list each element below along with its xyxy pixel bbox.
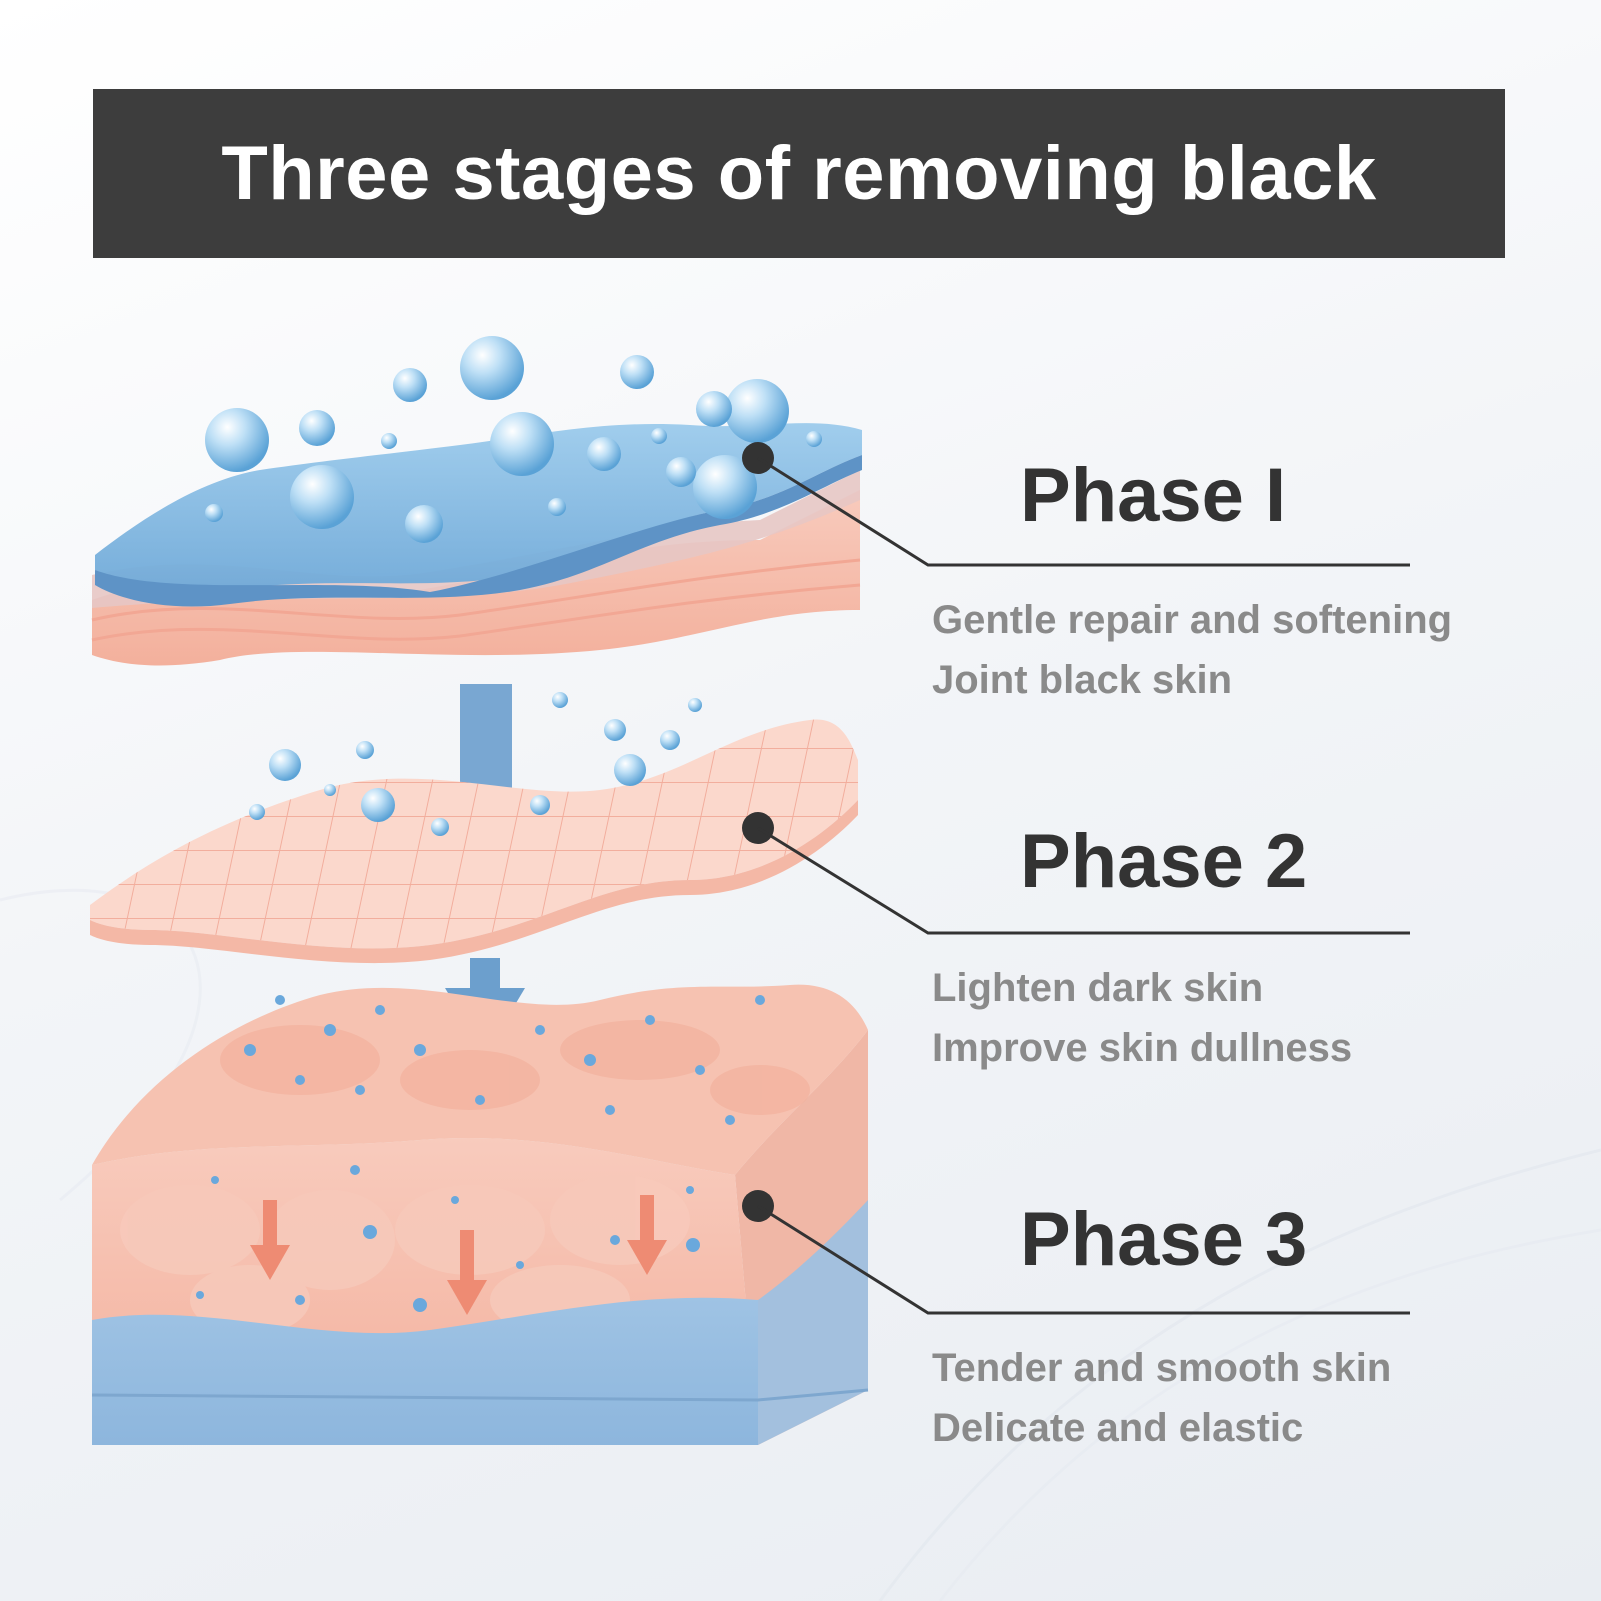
phase-1-title: Phase I (1020, 453, 1287, 538)
page-title: Three stages of removing black (221, 131, 1377, 216)
phase-3-title: Phase 3 (1020, 1197, 1308, 1282)
phase-3-description: Tender and smooth skin Delicate and elas… (932, 1338, 1572, 1458)
water-bubbles (205, 336, 822, 543)
layer-2-bubbles (249, 692, 702, 836)
phase-2-title: Phase 2 (1020, 819, 1308, 904)
phase-3-line-2: Delicate and elastic (932, 1406, 1304, 1450)
phase-1-line-1: Gentle repair and softening (932, 598, 1453, 642)
phase-2-line-2: Improve skin dullness (932, 1026, 1353, 1070)
phase-1-line-2: Joint black skin (932, 658, 1233, 702)
phase-3-line-1: Tender and smooth skin (932, 1346, 1392, 1390)
phase-2-description: Lighten dark skin Improve skin dullness (932, 958, 1572, 1078)
callout-3 (742, 1190, 1410, 1315)
layer-2-skin-sheet (90, 719, 858, 964)
title-banner: Three stages of removing black (93, 89, 1505, 258)
callout-1 (742, 442, 1410, 567)
phase-2-line-1: Lighten dark skin (932, 966, 1264, 1010)
layer-3-skin-block (91, 984, 869, 1445)
layer-3-bubbles (196, 995, 765, 1312)
absorption-arrows (250, 1195, 667, 1315)
phase-1-description: Gentle repair and softening Joint black … (932, 590, 1572, 710)
callout-2 (742, 812, 1410, 935)
